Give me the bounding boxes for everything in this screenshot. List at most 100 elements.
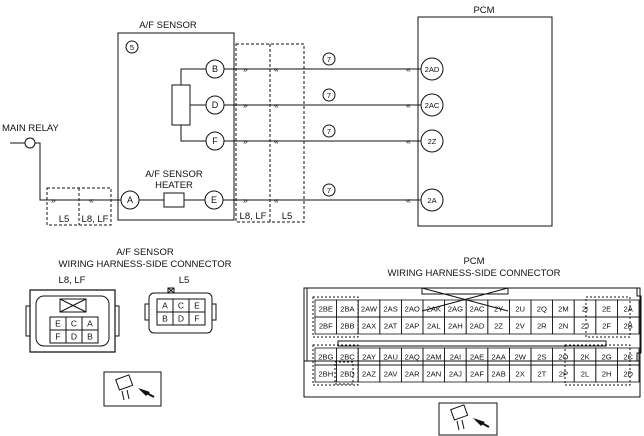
pcm-pin: 2AD	[470, 322, 485, 331]
wire-tag-circle	[322, 88, 336, 102]
pcm-pin: 2R	[537, 322, 547, 331]
pcm-pin: 2E	[602, 305, 611, 314]
heater-label-1: A/F SENSOR	[145, 169, 203, 180]
pcm-pin: 2BG	[318, 353, 333, 362]
pcm-terminal-2z-label: 2Z	[428, 137, 437, 146]
svg-text:«: «	[406, 64, 411, 74]
svg-text:«: «	[406, 100, 411, 110]
wire-tag: 7	[327, 55, 331, 64]
pcm-pin: 2AG	[448, 305, 463, 314]
af-l5-pin: A	[162, 301, 168, 311]
af-l5-pin: F	[194, 314, 199, 324]
svg-text:«: «	[406, 195, 411, 205]
pcm-pin: 2T	[537, 370, 546, 379]
af-sensor-box	[117, 32, 235, 221]
svg-text:«: «	[274, 195, 279, 205]
af-l5-cell	[188, 311, 206, 326]
terminal-f-label: F	[212, 136, 218, 146]
pcm-pin: 2H	[602, 370, 612, 379]
pcm-pin: 2AX	[362, 322, 376, 331]
terminal-b-label: B	[212, 64, 218, 74]
af-l8lf-pin: E	[55, 319, 61, 329]
pcm-terminal-2a-label: 2A	[427, 196, 437, 205]
af-connector-title-2: WIRING HARNESS-SIDE CONNECTOR	[59, 259, 232, 270]
main-relay-wire	[35, 142, 121, 201]
sensor-wire-b	[180, 68, 208, 85]
pcm-pin: 2AJ	[449, 370, 462, 379]
connector-view-icon	[103, 371, 162, 407]
harness-label-right-l5: L5	[282, 211, 293, 222]
pcm-pin: 2BC	[340, 353, 355, 362]
wire-tag-circle	[322, 183, 336, 197]
af-connector-title-1: A/F SENSOR	[116, 247, 174, 258]
pcm-pin: 2M	[558, 305, 569, 314]
svg-text:«: «	[274, 136, 279, 146]
chevron-left-icon: «	[89, 195, 94, 205]
af-l8lf-pin: D	[71, 332, 77, 342]
pcm-pin: 2BF	[319, 322, 333, 331]
heater-element	[163, 192, 185, 208]
af-connector-l5	[144, 287, 217, 334]
wire-tag-circle	[322, 52, 336, 66]
pcm-pin: 2AP	[405, 322, 419, 331]
pcm-pin: 2G	[602, 353, 612, 362]
pcm-pin: 2B	[624, 322, 633, 331]
pcm-pin-group-outline	[564, 344, 631, 386]
harness-label-left-l5: L5	[59, 214, 70, 225]
af-l8lf-pin: A	[87, 319, 93, 329]
svg-text:»: »	[243, 136, 248, 146]
pcm-pin: 2AB	[491, 370, 505, 379]
wire-e: » « «	[223, 195, 421, 205]
harness-label-right-l8lf: L8, LF	[240, 211, 267, 222]
pcm-pin: 2AF	[470, 370, 484, 379]
pcm-pin: 2C	[623, 353, 633, 362]
pcm-pin-cell	[617, 364, 640, 383]
pcm-pin: 2AN	[426, 370, 441, 379]
pcm-pin-cell	[617, 316, 640, 335]
pcm-terminal-2ac-label: 2AC	[425, 101, 440, 110]
pcm-pin: 2AA	[491, 353, 506, 362]
wire-tag-circle	[322, 124, 336, 138]
pcm-pin-group-outline	[312, 344, 359, 386]
pcm-pin: 2BH	[318, 370, 333, 379]
pcm-connector-title-2: WIRING HARNESS-SIDE CONNECTOR	[388, 268, 561, 279]
pcm-pin: 2AM	[426, 353, 442, 362]
af-connector-l8lf	[25, 289, 120, 353]
svg-text:«: «	[406, 136, 411, 146]
af-l5-pin: D	[178, 314, 184, 324]
pcm-pin: 2BD	[340, 370, 355, 379]
pcm-pin: 2O	[558, 353, 568, 362]
chevron-right-icon: »	[51, 195, 56, 205]
wire-tag: 7	[327, 186, 331, 195]
pcm-pin: 2BA	[340, 305, 355, 314]
pcm-pin: 2Z	[494, 322, 503, 331]
pcm-pin: 2BB	[340, 322, 354, 331]
pcm-pin: 2AH	[448, 322, 463, 331]
af-sensor-title: A/F SENSOR	[139, 20, 197, 31]
pcm-pin: 2AW	[361, 305, 378, 314]
pcm-box	[417, 16, 553, 227]
pcm-pin: 2AY	[362, 353, 376, 362]
af-l8lf-pin: C	[71, 319, 77, 329]
terminal-a-label: A	[127, 195, 133, 205]
pcm-pin: 2S	[537, 353, 546, 362]
harness-label-left-l8lf: L8, LF	[82, 214, 109, 225]
wire-b: » « «	[224, 64, 421, 74]
wire-d: » « «	[224, 100, 421, 110]
connector-view-icon-pcm	[438, 402, 498, 436]
wire-tag: 7	[327, 91, 331, 100]
pcm-pin: 2D	[623, 370, 633, 379]
pcm-pin: 2AT	[384, 322, 398, 331]
af-sensor-tag-circle	[125, 40, 139, 54]
af-l5-pin: C	[178, 301, 184, 311]
svg-text:»: »	[243, 195, 248, 205]
pcm-pin: 2W	[515, 353, 527, 362]
pcm-pin: 2AL	[427, 322, 441, 331]
pcm-pin: 2AK	[427, 305, 441, 314]
pcm-connector-title-1: PCM	[463, 256, 484, 267]
pcm-pin: 2J	[581, 322, 589, 331]
